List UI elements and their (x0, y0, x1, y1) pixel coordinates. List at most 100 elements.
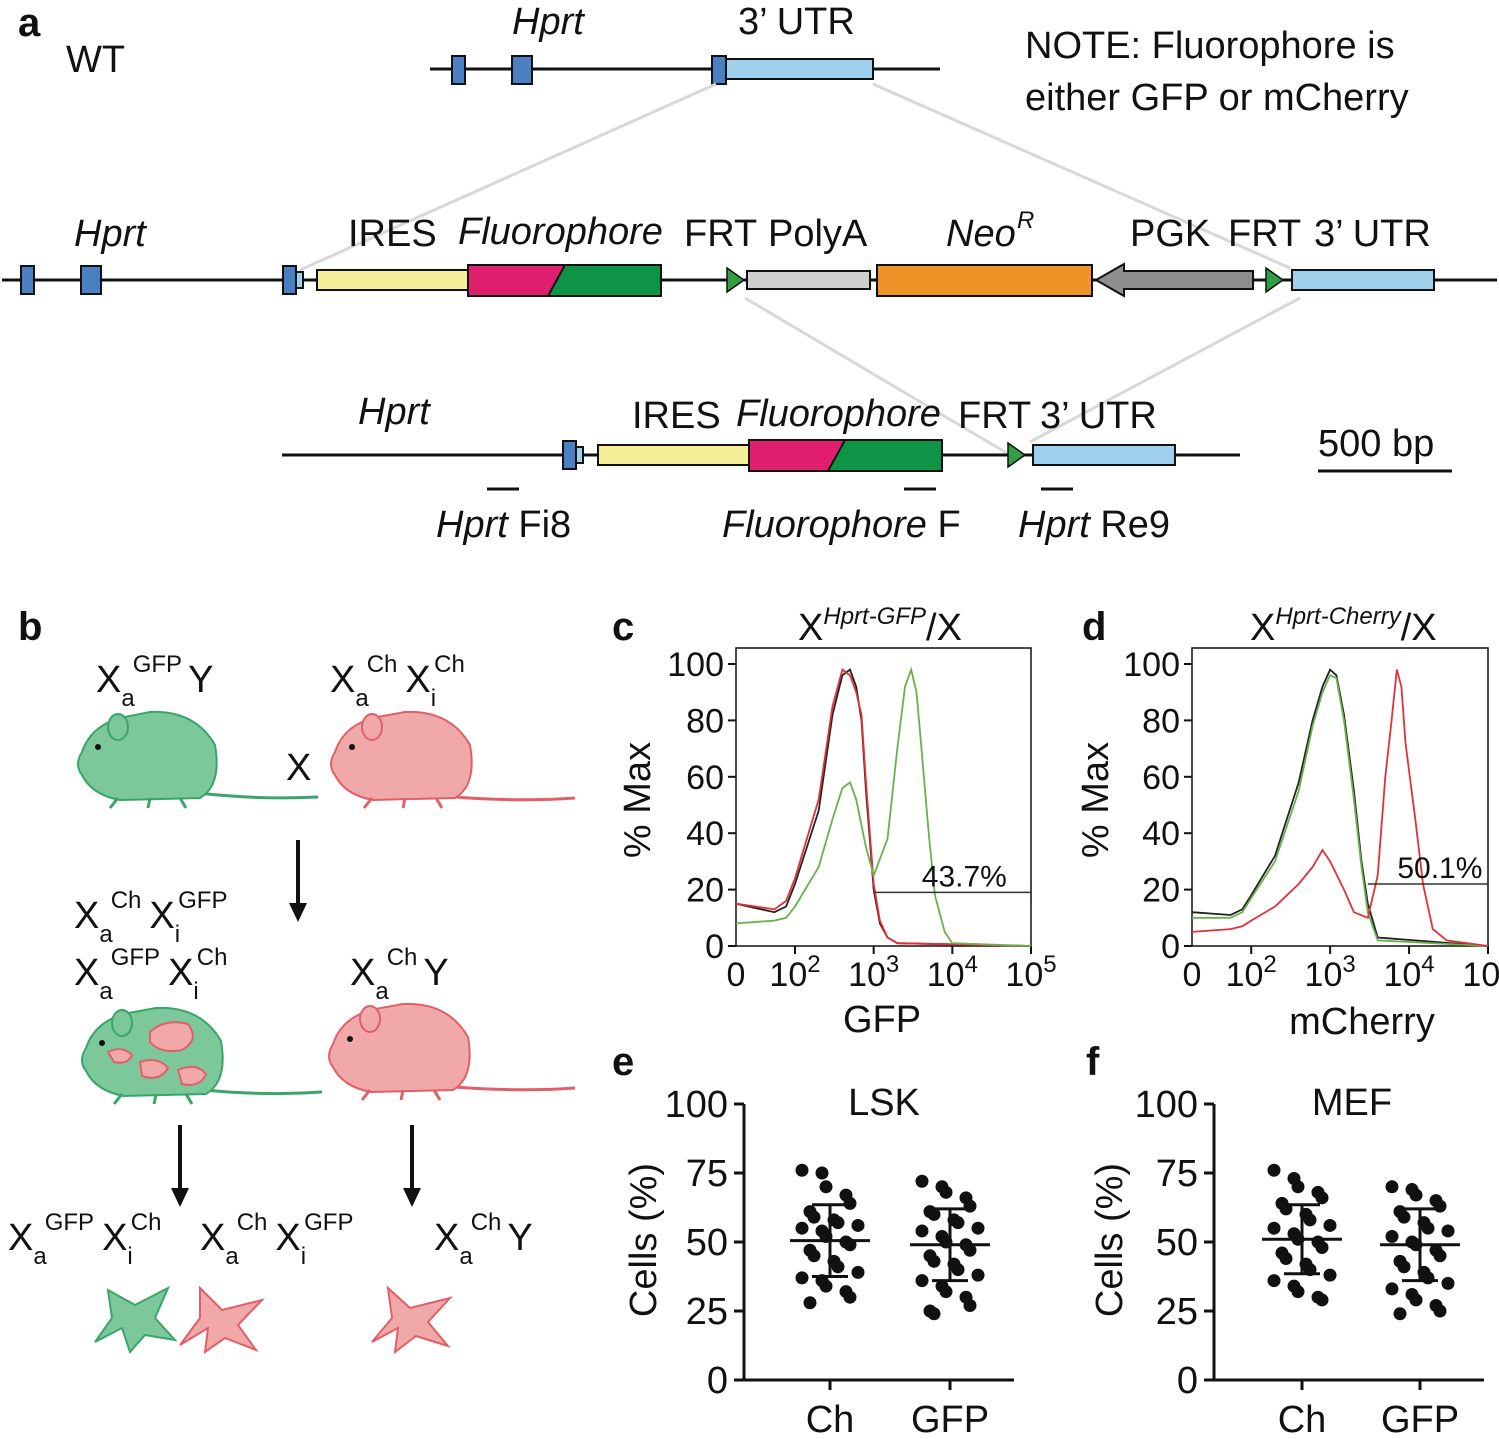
histogram-series-3 (1191, 669, 1489, 947)
y-tick-label: 80 (686, 702, 724, 740)
tv-hprt-label: Hprt (74, 213, 147, 255)
gate-label: 50.1% (1397, 852, 1482, 885)
x-tick-label: 104 (927, 951, 978, 994)
panel-c-xlabel: GFP (843, 999, 921, 1041)
ko-frt (1007, 441, 1027, 469)
panel-f-points (1262, 1163, 1460, 1321)
tv-frt1-label: FRT (684, 213, 757, 255)
data-point (803, 1296, 817, 1310)
panel-b-letter: b (18, 605, 42, 649)
tv-neo-label: Neo (946, 213, 1016, 255)
note-line2: either GFP or mCherry (1025, 77, 1409, 119)
wt-utr (725, 58, 874, 80)
data-point (1385, 1180, 1399, 1194)
data-point (1433, 1249, 1447, 1263)
x-tick-label: 103 (848, 951, 899, 994)
data-point (1291, 1285, 1305, 1299)
panel-c-frame (735, 647, 1032, 947)
tv-fluor-magenta (468, 265, 565, 296)
wt-utr-label: 3’ UTR (738, 1, 855, 43)
panel-d-gate: 50.1% (1367, 852, 1489, 892)
data-point (819, 1180, 833, 1194)
tv-fluor-green (548, 265, 661, 296)
data-point (951, 1263, 965, 1277)
data-point (963, 1199, 977, 1213)
data-point (927, 1207, 941, 1221)
data-point (971, 1268, 985, 1282)
y-tick-label: 0 (705, 928, 724, 966)
data-point (795, 1163, 809, 1177)
x-tick-label: Ch (1278, 1399, 1327, 1439)
data-point (1433, 1199, 1447, 1213)
data-point (851, 1265, 865, 1279)
cell-pink-2 (371, 1285, 453, 1355)
wt-exon-2 (511, 55, 533, 85)
data-point (1291, 1180, 1305, 1194)
data-point (1397, 1210, 1411, 1224)
histogram-series-3 (735, 666, 1032, 947)
data-point (915, 1174, 929, 1188)
wt-label: WT (66, 39, 125, 81)
tv-ires-label: IRES (348, 213, 437, 255)
panel-d-ylabel: % Max (1075, 742, 1117, 858)
targeting-vector: Hprt IRES Fluorophore FRT PolyA Neo R PG… (2, 207, 1497, 298)
arrow-cross-to-f1 (289, 840, 307, 922)
data-point (915, 1274, 929, 1288)
data-point (851, 1218, 865, 1232)
y-tick-label: 50 (686, 1222, 728, 1264)
cell-green (94, 1285, 178, 1354)
panel-e-letter: e (612, 1040, 634, 1084)
data-point (1385, 1229, 1399, 1243)
tv-frt2-label: FRT (1228, 213, 1301, 255)
data-point (807, 1249, 821, 1263)
y-tick-label: 0 (1161, 928, 1180, 966)
y-tick-label: 20 (1142, 872, 1180, 910)
x-tick-label: GFP (911, 1399, 989, 1439)
ko-fluor-magenta (749, 440, 845, 471)
ko-utr (1032, 444, 1176, 466)
data-point (831, 1216, 845, 1230)
cross-symbol: X (286, 747, 311, 789)
data-point (1421, 1271, 1435, 1285)
homology-lines (299, 82, 1301, 457)
panel-d-histograms (1191, 668, 1489, 947)
cell-pink-1 (179, 1285, 266, 1355)
primer-fi8-label: Hprt Fi8 (436, 504, 571, 546)
panel-c-histograms (735, 666, 1032, 947)
data-point (939, 1185, 953, 1199)
y-tick-label: 40 (686, 815, 724, 853)
arrow-male-to-cells (403, 1125, 421, 1207)
y-tick-label: 80 (1142, 702, 1180, 740)
ko-fluor-box (748, 439, 943, 472)
data-point (1279, 1252, 1293, 1266)
data-point (1441, 1224, 1455, 1238)
data-point (795, 1221, 809, 1235)
scale-label: 500 bp (1318, 423, 1434, 465)
panel-f-letter: f (1086, 1040, 1100, 1084)
data-point (915, 1224, 929, 1238)
primer-fluor-label: Fluorophore F (722, 504, 961, 546)
data-point (843, 1196, 857, 1210)
tv-neo (876, 264, 1093, 297)
data-point (1409, 1293, 1423, 1307)
knockin-allele: Hprt IRES Fluorophore FRT 3’ UTR 500 bp … (282, 391, 1452, 546)
panel-e-title: LSK (848, 1082, 920, 1124)
data-point (927, 1307, 941, 1321)
y-tick-label: 60 (686, 759, 724, 797)
y-tick-label: 100 (667, 646, 724, 684)
y-tick-label: 40 (1142, 815, 1180, 853)
x-tick-label: GFP (1381, 1399, 1459, 1439)
data-point (795, 1271, 809, 1285)
panel-c-ylabel: % Max (617, 742, 659, 858)
tv-frt-1 (726, 266, 746, 294)
wt-exon-3 (711, 55, 727, 85)
